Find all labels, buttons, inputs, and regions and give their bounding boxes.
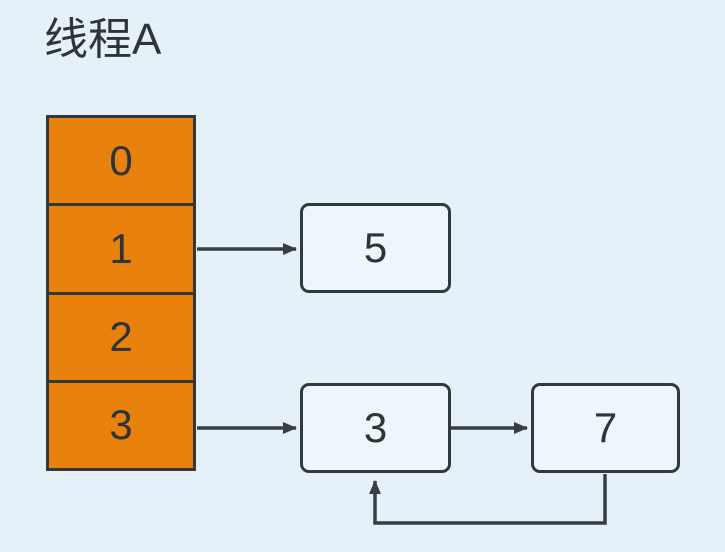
diagram-title: 线程A [44, 15, 162, 64]
node-5: 5 [300, 203, 451, 293]
node-3: 3 [300, 383, 451, 473]
array-slot-3: 3 [49, 379, 193, 468]
array-slot-1: 1 [49, 203, 193, 291]
array-slot-0: 0 [109, 136, 133, 184]
node-7: 7 [531, 383, 680, 473]
thread-array: 0 1 2 3 [46, 115, 196, 471]
arrow-node7-to-node3-loop [369, 474, 607, 525]
array-slot-2: 2 [49, 291, 193, 380]
